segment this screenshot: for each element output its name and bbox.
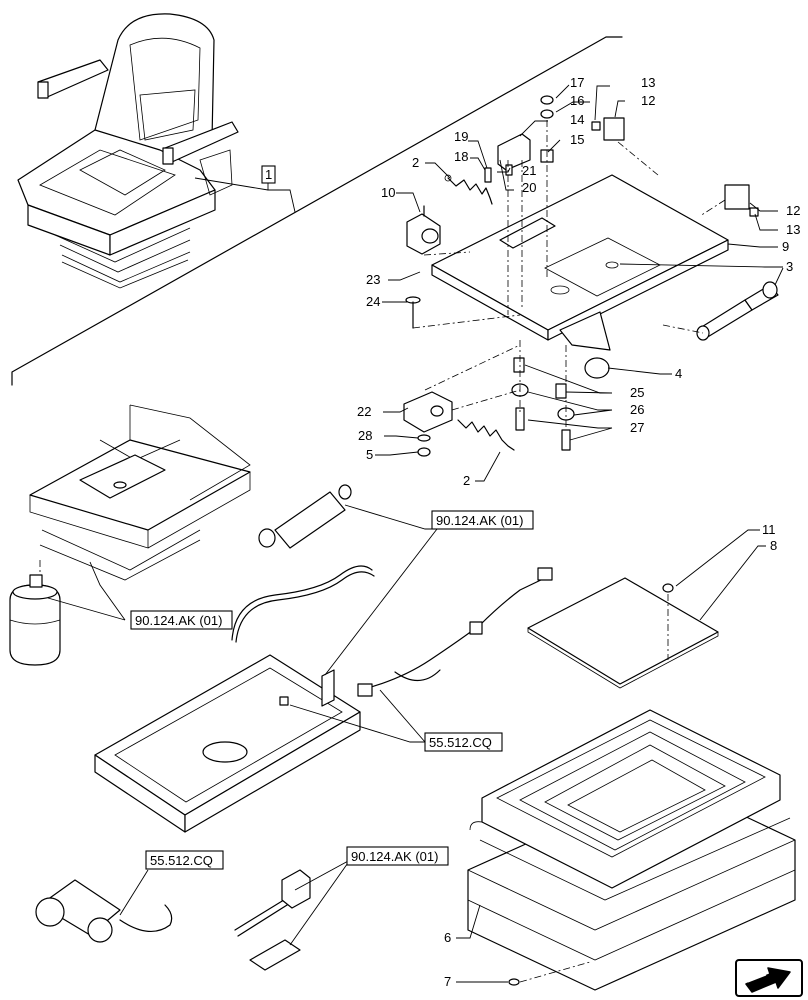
item-number-23: 23 [366,272,380,287]
bracket-item-10 [406,205,441,255]
item-number-12-top: 12 [641,93,655,108]
item-number-28: 28 [358,428,372,443]
item-number-14: 14 [570,112,584,127]
leader-lines [47,84,784,983]
item-number-13-right: 13 [786,222,800,237]
scissor-suspension [29,404,251,581]
item-number-8: 8 [770,538,777,553]
pad-item-8 [527,577,719,689]
item-number-19: 19 [454,129,468,144]
assembly-lines-upper [412,120,726,430]
reference-label-b[interactable]: 90.124.AK (01) [135,613,222,628]
item-number-27: 27 [630,420,644,435]
motor-assembly [35,879,173,943]
section-divider [11,36,623,386]
item-number-7: 7 [444,974,451,989]
top-mounting-plate [431,174,729,351]
reference-label-e[interactable]: 90.124.AK (01) [351,849,438,864]
wiring-harness [357,567,553,697]
screw-item-7 [508,978,520,986]
pin-item-24 [405,296,421,329]
hose [231,565,375,643]
item-number-3: 3 [786,259,793,274]
spring-upper [444,174,493,205]
item-number-15: 15 [570,132,584,147]
top-hardware [484,95,759,217]
item-number-25: 25 [630,385,644,400]
seat-assembly [17,13,239,289]
reference-label-d[interactable]: 55.512.CQ [150,853,213,868]
item-number-16: 16 [570,93,584,108]
arrow-icon[interactable] [735,959,803,997]
item-number-20: 20 [522,180,536,195]
item-number-2-lower: 2 [463,473,470,488]
item-number-11: 11 [762,522,776,537]
item-number-24: 24 [366,294,380,309]
screw-item-11 [662,583,674,593]
block-item-22 [403,391,453,457]
item-number-22: 22 [357,404,371,419]
item-1-callout: 1 [194,165,296,213]
item-number-9: 9 [782,239,789,254]
item-callouts: 2 2 3 4 5 6 7 8 9 10 11 12 12 13 13 14 1… [357,75,800,989]
item-number-13-top: 13 [641,75,655,90]
reference-box-e[interactable]: 90.124.AK (01) [346,846,449,866]
bumper-item-4 [584,357,610,379]
item-number-6: 6 [444,930,451,945]
screw-7-line [519,961,591,983]
reference-box-b[interactable]: 90.124.AK (01) [130,610,233,630]
reference-label-c[interactable]: 55.512.CQ [429,735,492,750]
item-number-17: 17 [570,75,584,90]
base-frame [94,654,361,833]
switch-assembly [234,869,311,971]
item-number-18: 18 [454,149,468,164]
item-number-26: 26 [630,402,644,417]
item-number-4: 4 [675,366,682,381]
item-number-10: 10 [381,185,395,200]
air-spring [9,574,61,666]
reference-box-c[interactable]: 55.512.CQ [424,732,503,752]
item-number-12-right: 12 [786,203,800,218]
item-number-5: 5 [366,447,373,462]
item-number-2-upper: 2 [412,155,419,170]
damper-item-3 [696,281,779,341]
item-number-21: 21 [522,163,536,178]
reference-box-d[interactable]: 55.512.CQ [145,850,224,870]
reference-label-a[interactable]: 90.124.AK (01) [436,513,523,528]
damper-lower [258,484,352,549]
reference-box-a[interactable]: 90.124.AK (01) [431,510,534,530]
bellows-cover-item-6 [467,709,796,991]
spring-lower [457,419,515,451]
item-number-1: 1 [265,167,272,182]
